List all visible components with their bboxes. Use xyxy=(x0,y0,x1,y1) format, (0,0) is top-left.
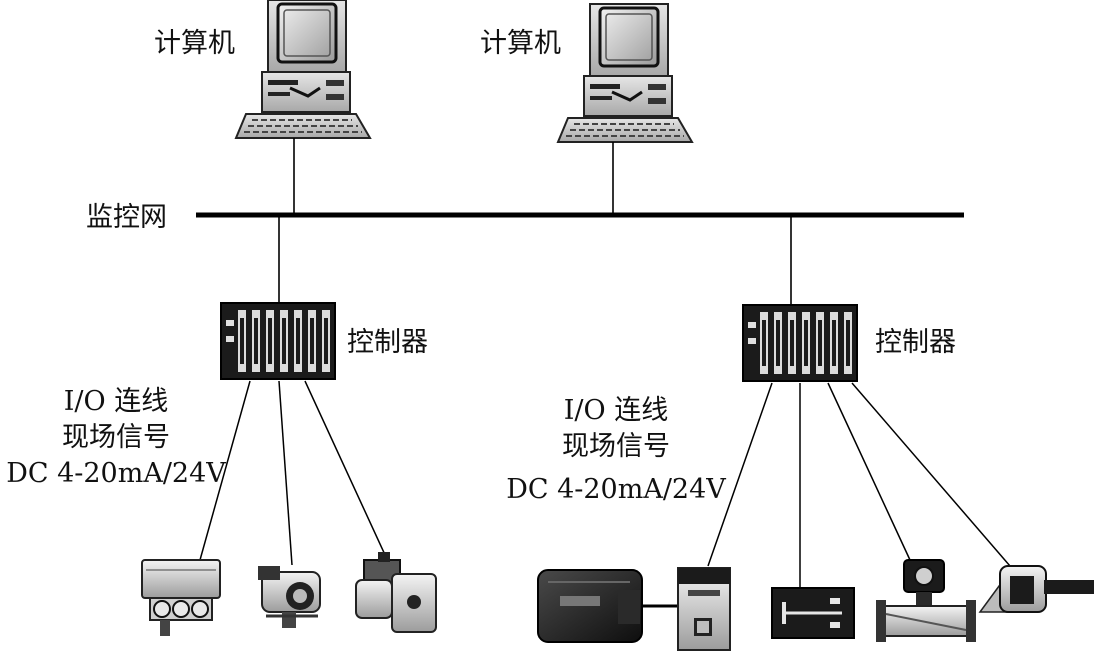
computer-left-label: 计算机 xyxy=(154,28,235,59)
io-wire-right-4 xyxy=(851,382,1011,567)
controller-left-label: 控制器 xyxy=(347,327,428,358)
io-right-line3: DC 4-20mA/24V xyxy=(506,474,726,505)
display-unit-icon xyxy=(771,587,855,639)
io-right-line2: 现场信号 xyxy=(562,431,670,462)
servo-motor-icon xyxy=(537,569,678,643)
valve-actuator-small-icon xyxy=(258,566,321,628)
controller-left-icon xyxy=(220,302,336,380)
io-right-line1: I/O 连线 xyxy=(563,395,669,426)
flow-meter-icon xyxy=(876,559,976,642)
io-wire-left-1 xyxy=(199,380,251,561)
io-wire-left-2 xyxy=(278,380,293,566)
controller-right-label: 控制器 xyxy=(875,327,956,358)
network-label: 监控网 xyxy=(86,202,167,233)
io-left-line3: DC 4-20mA/24V xyxy=(6,458,226,489)
io-left-line1: I/O 连线 xyxy=(63,386,169,417)
valve-positioner-icon xyxy=(355,552,437,633)
computer-left-icon xyxy=(234,0,372,139)
io-wire-right-3 xyxy=(827,382,911,561)
transmitter-box-icon xyxy=(141,559,221,636)
io-wire-left-3 xyxy=(304,380,387,558)
io-left-line2: 现场信号 xyxy=(62,422,170,453)
motor-drive-icon xyxy=(677,567,731,651)
proximity-sensor-icon xyxy=(978,565,1094,613)
io-wire-right-1 xyxy=(707,382,773,567)
computer-right-label: 计算机 xyxy=(480,28,561,59)
computer-right-icon xyxy=(556,3,694,143)
controller-right-icon xyxy=(742,304,858,382)
